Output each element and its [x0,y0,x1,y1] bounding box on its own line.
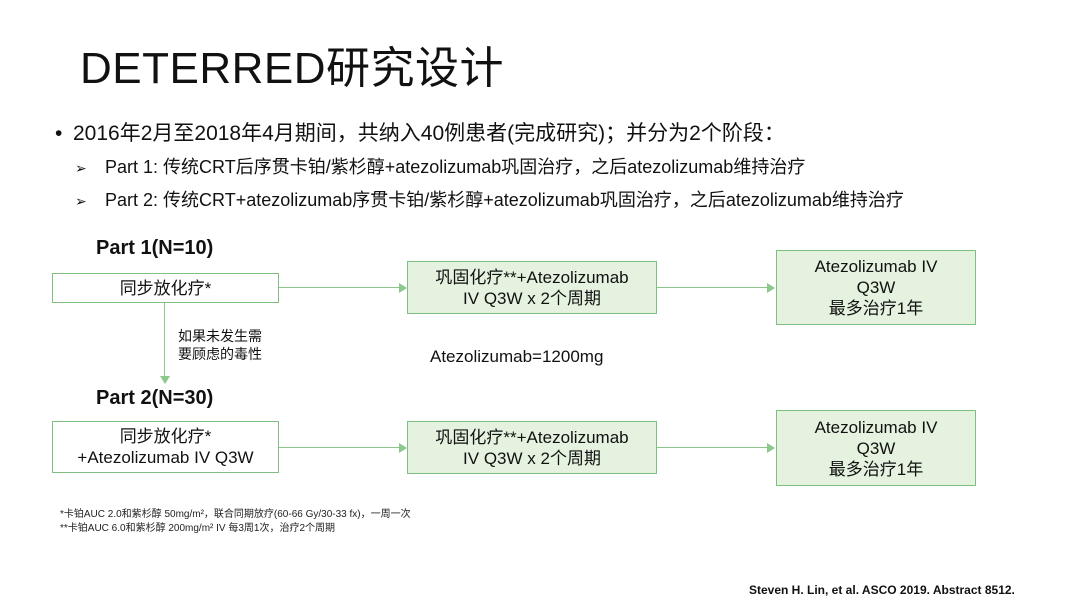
box-line: 巩固化疗**+Atezolizumab [435,427,629,447]
connector-line [279,447,399,448]
box-line: Q3W [856,278,896,297]
part1-maintenance-box: Atezolizumab IV Q3W 最多治疗1年 [776,250,976,325]
main-bullet: • 2016年2月至2018年4月期间，共纳入40例患者(完成研究)；并分为2个阶… [55,117,785,147]
box-line: Atezolizumab IV [814,417,938,437]
connector-line [279,287,399,288]
connector-arrow-icon [399,283,407,293]
part1-concurrent-crt-box: 同步放化疗* [52,273,279,303]
connector-line [657,447,767,448]
part2-concurrent-crt-box: 同步放化疗* +Atezolizumab IV Q3W [52,421,279,473]
sub-item-part2: ➢ Part 2: 传统CRT+atezolizumab序贯卡铂/紫杉醇+atez… [75,186,904,212]
transition-note: 如果未发生需 要顾虑的毒性 [178,327,262,363]
connector-arrow-icon [767,443,775,453]
connector-arrow-icon [399,443,407,453]
transition-line [164,303,165,377]
box-line: 最多治疗1年 [828,459,924,479]
footnotes: *卡铂AUC 2.0和紫杉醇 50mg/m²，联合同期放疗(60-66 Gy/3… [60,508,411,536]
connector-arrow-icon [767,283,775,293]
arrow-bullet-icon: ➢ [75,193,87,209]
footnote-2: **卡铂AUC 6.0和紫杉醇 200mg/m² IV 每3周1次，治疗2个周期 [60,523,336,534]
box-line: +Atezolizumab IV Q3W [77,448,254,467]
box-line: 最多治疗1年 [828,299,924,318]
dose-label: Atezolizumab=1200mg [430,347,604,366]
bullet-symbol: • [55,122,63,145]
box-line: 巩固化疗**+Atezolizumab [435,267,629,287]
part2-maintenance-box: Atezolizumab IV Q3W 最多治疗1年 [776,410,976,486]
box-line: IV Q3W x 2个周期 [463,288,601,308]
box-line: Q3W [856,438,896,458]
part2-consolidation-box: 巩固化疗**+Atezolizumab IV Q3W x 2个周期 [407,421,657,474]
box-line: IV Q3W x 2个周期 [463,448,601,468]
citation: Steven H. Lin, et al. ASCO 2019. Abstrac… [749,583,1015,597]
box-line: 同步放化疗* [119,278,212,298]
sub-item-text: Part 1: 传统CRT后序贯卡铂/紫杉醇+atezolizumab巩固治疗，… [105,157,806,177]
slide-title: DETERRED研究设计 [80,44,505,93]
main-bullet-text: 2016年2月至2018年4月期间，共纳入40例患者(完成研究)；并分为2个阶段… [73,122,785,145]
note-line: 要顾虑的毒性 [178,346,262,362]
down-arrow-icon [160,376,170,384]
box-line: 同步放化疗* [119,427,212,446]
part1-consolidation-box: 巩固化疗**+Atezolizumab IV Q3W x 2个周期 [407,261,657,314]
sub-item-part1: ➢ Part 1: 传统CRT后序贯卡铂/紫杉醇+atezolizumab巩固治疗… [75,153,805,179]
arrow-bullet-icon: ➢ [75,160,87,176]
box-line: Atezolizumab IV [814,257,938,276]
part1-label: Part 1(N=10) [96,237,214,259]
connector-line [657,287,767,288]
footnote-1: *卡铂AUC 2.0和紫杉醇 50mg/m²，联合同期放疗(60-66 Gy/3… [60,509,411,520]
sub-item-text: Part 2: 传统CRT+atezolizumab序贯卡铂/紫杉醇+atezo… [105,190,904,210]
note-line: 如果未发生需 [178,328,262,344]
part2-label: Part 2(N=30) [96,387,214,409]
